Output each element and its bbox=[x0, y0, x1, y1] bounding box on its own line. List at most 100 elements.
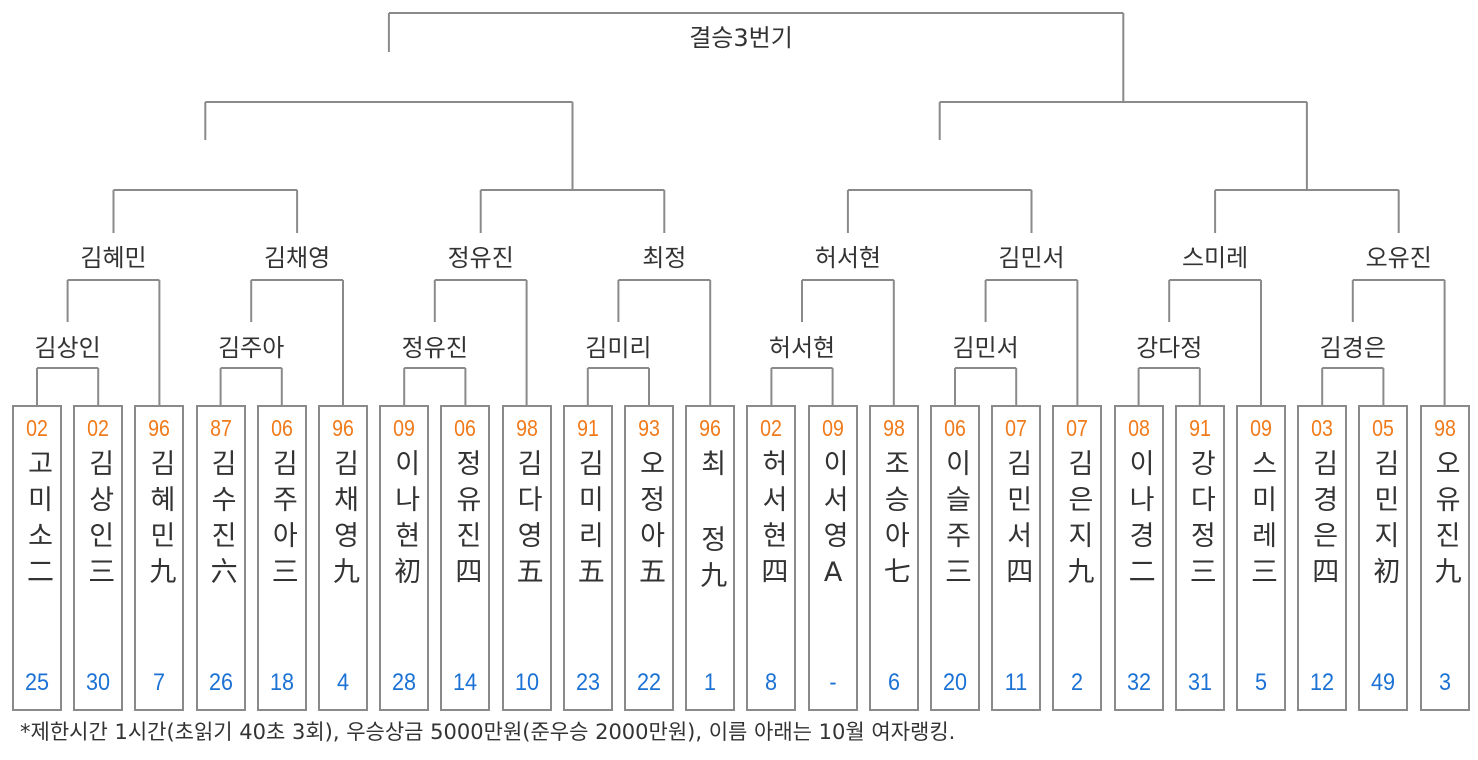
player-ranking: 14 bbox=[453, 669, 478, 696]
birth-year: 98 bbox=[882, 415, 905, 441]
player-name-grade: 김수진六 bbox=[205, 449, 237, 593]
birth-year: 09 bbox=[1250, 415, 1272, 441]
birth-year: 96 bbox=[332, 415, 354, 441]
birth-year: 98 bbox=[515, 415, 538, 441]
player-ranking: 1 bbox=[704, 669, 717, 696]
player-ranking: 2 bbox=[1071, 669, 1084, 696]
birth-year: 87 bbox=[209, 415, 232, 441]
birth-year: 02 bbox=[87, 415, 110, 441]
birth-year: 96 bbox=[148, 415, 171, 441]
player-ranking: - bbox=[828, 669, 837, 696]
player-ranking: 6 bbox=[887, 669, 900, 696]
birth-year: 98 bbox=[1433, 415, 1456, 441]
player-card[interactable]: 07 김민서四 11 bbox=[991, 405, 1042, 711]
birth-year: 91 bbox=[1188, 415, 1211, 441]
player-card[interactable]: 06 이슬주三 20 bbox=[930, 405, 980, 711]
player-card[interactable]: 08 이나경二 32 bbox=[1113, 405, 1164, 711]
pair-winner-label: 강다정 bbox=[1136, 334, 1203, 362]
player-name-grade: 정유진四 bbox=[450, 449, 482, 593]
player-name-grade: 김채영九 bbox=[328, 449, 359, 593]
player-name-grade: 허서현四 bbox=[756, 449, 788, 593]
player-card[interactable]: 98 조승아七 6 bbox=[868, 405, 919, 711]
player-card[interactable]: 98 오유진九 3 bbox=[1419, 405, 1470, 711]
player-card[interactable]: 09 이서영A - bbox=[807, 405, 858, 711]
group-winner-label: 김민서 bbox=[998, 244, 1065, 272]
player-card[interactable]: 91 강다정三 31 bbox=[1174, 405, 1225, 711]
birth-year: 96 bbox=[699, 415, 722, 441]
player-ranking: 22 bbox=[636, 669, 662, 696]
birth-year: 06 bbox=[454, 415, 477, 441]
player-card[interactable]: 96 김채영九 4 bbox=[318, 405, 368, 711]
group-winner-label: 김채영 bbox=[263, 244, 331, 272]
group-winner-label: 스미레 bbox=[1181, 244, 1249, 272]
birth-year: 08 bbox=[1127, 415, 1150, 441]
player-ranking: 4 bbox=[336, 669, 350, 696]
birth-year: 05 bbox=[1372, 415, 1395, 441]
player-name-grade: 김주아三 bbox=[266, 449, 298, 593]
pair-winner-label: 김미리 bbox=[585, 334, 652, 362]
group-winner-label: 정유진 bbox=[447, 244, 514, 272]
player-name-grade: 김은지九 bbox=[1062, 449, 1094, 593]
player-name-grade: 강다정三 bbox=[1184, 449, 1216, 593]
player-ranking: 5 bbox=[1254, 669, 1268, 696]
player-ranking: 20 bbox=[942, 669, 968, 696]
player-ranking: 32 bbox=[1126, 669, 1151, 696]
player-name-grade: 이서영A bbox=[817, 449, 849, 597]
pair-winner-label: 김주아 bbox=[218, 334, 285, 362]
player-name-grade: 고미소二 bbox=[22, 449, 53, 593]
player-ranking: 12 bbox=[1310, 669, 1335, 696]
player-ranking: 10 bbox=[514, 669, 539, 696]
player-name-grade: 김경은四 bbox=[1307, 449, 1339, 593]
player-card[interactable]: 96 최 정九 1 bbox=[685, 405, 736, 711]
player-card[interactable]: 05 김민지初 49 bbox=[1358, 405, 1409, 711]
player-name-grade: 김민지初 bbox=[1368, 449, 1400, 593]
player-name-grade: 김상인三 bbox=[83, 449, 115, 593]
player-name-grade: 이나경二 bbox=[1123, 449, 1155, 593]
player-ranking: 11 bbox=[1004, 669, 1028, 696]
player-name-grade: 이슬주三 bbox=[940, 449, 971, 593]
player-ranking: 30 bbox=[86, 669, 111, 696]
pair-winner-label: 김상인 bbox=[34, 334, 101, 362]
player-name-grade: 김민서四 bbox=[1001, 449, 1033, 593]
player-ranking: 7 bbox=[153, 669, 166, 696]
player-card[interactable]: 98 김다영五 10 bbox=[501, 405, 552, 711]
birth-year: 02 bbox=[760, 415, 783, 441]
birth-year: 07 bbox=[1005, 415, 1028, 441]
player-card[interactable]: 02 고미소二 25 bbox=[12, 405, 62, 711]
player-card[interactable]: 02 김상인三 30 bbox=[73, 405, 124, 711]
player-ranking: 49 bbox=[1371, 669, 1396, 696]
pair-winner-label: 허서현 bbox=[768, 334, 836, 362]
player-name-grade: 최 정九 bbox=[695, 449, 727, 597]
player-name-grade: 오정아五 bbox=[634, 449, 665, 593]
player-ranking: 3 bbox=[1438, 669, 1451, 696]
group-winner-label: 허서현 bbox=[814, 244, 882, 272]
group-winner-label: 김혜민 bbox=[80, 244, 147, 272]
birth-year: 09 bbox=[821, 415, 844, 441]
player-ranking: 25 bbox=[24, 669, 50, 696]
player-name-grade: 조승아七 bbox=[878, 449, 910, 593]
birth-year: 06 bbox=[944, 415, 966, 441]
pair-winner-label: 김민서 bbox=[952, 334, 1019, 362]
player-name-grade: 오유진九 bbox=[1429, 449, 1461, 593]
player-card[interactable]: 96 김혜민九 7 bbox=[134, 405, 185, 711]
player-name-grade: 김혜민九 bbox=[144, 449, 176, 593]
birth-year: 91 bbox=[576, 415, 599, 441]
player-card[interactable]: 06 정유진四 14 bbox=[440, 405, 491, 711]
pair-winner-label: 정유진 bbox=[401, 334, 468, 362]
birth-year: 02 bbox=[26, 415, 48, 441]
group-winner-label: 오유진 bbox=[1365, 244, 1432, 272]
player-ranking: 28 bbox=[392, 669, 417, 696]
player-ranking: 31 bbox=[1187, 669, 1212, 696]
player-name-grade: 김다영五 bbox=[511, 449, 543, 593]
birth-year: 09 bbox=[393, 415, 416, 441]
